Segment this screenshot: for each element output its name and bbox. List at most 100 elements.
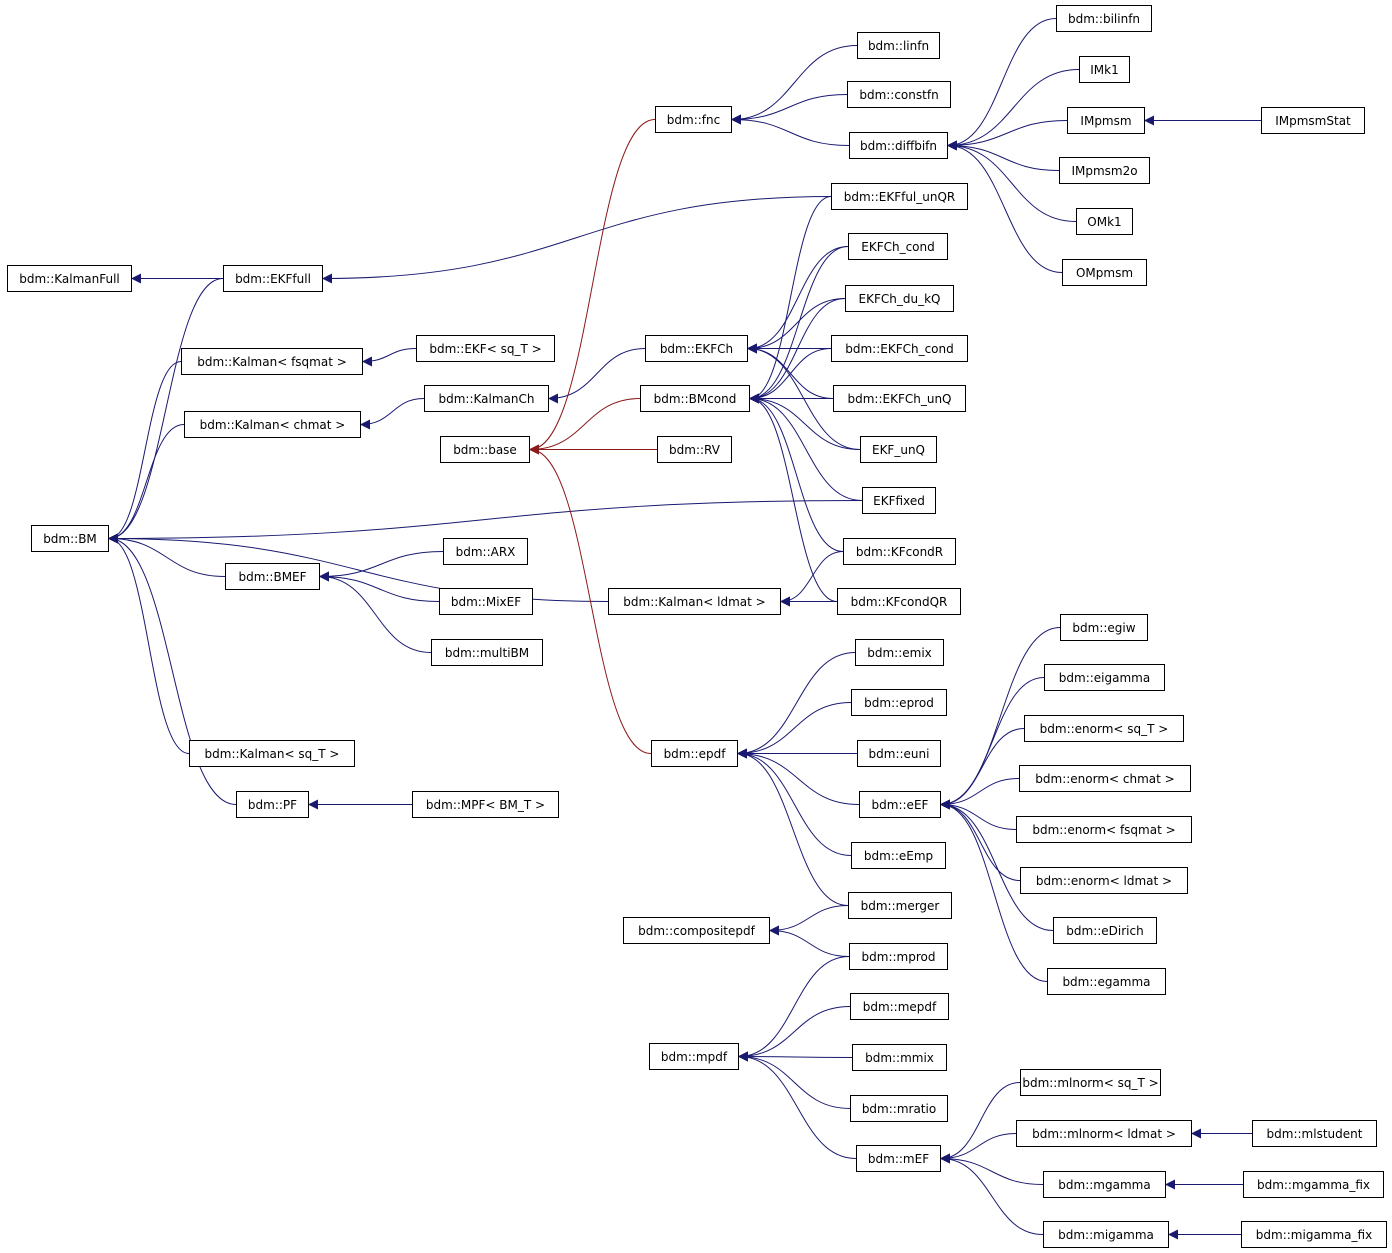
edge-inheritance	[731, 94, 848, 125]
class-node-kalman-ldmat[interactable]: bdm::Kalman< ldmat >	[608, 588, 781, 615]
edge-inheritance	[737, 748, 849, 906]
class-node-mgamma-fix[interactable]: bdm::mgamma_fix	[1243, 1171, 1384, 1198]
class-node-ekfch-du-kq[interactable]: EKFCh_du_kQ	[845, 285, 954, 312]
class-node-kfcondr[interactable]: bdm::KFcondR	[843, 538, 956, 565]
edge-usage	[529, 119, 656, 455]
class-node-ekffull[interactable]: bdm::EKFfull	[223, 265, 323, 292]
class-node-kalman-fsqmat[interactable]: bdm::Kalman< fsqmat >	[181, 348, 363, 375]
class-node-mlnorm-ldmat[interactable]: bdm::mlnorm< ldmat >	[1016, 1120, 1192, 1147]
class-node-kfcondqr[interactable]: bdm::KFcondQR	[837, 588, 961, 615]
class-node-bilinfn[interactable]: bdm::bilinfn	[1056, 5, 1152, 32]
edge-usage	[529, 398, 641, 455]
edge-inheritance	[738, 1051, 853, 1062]
edge-inheritance	[731, 45, 858, 125]
class-node-eef[interactable]: bdm::eEF	[859, 791, 941, 818]
edge-inheritance	[738, 1051, 857, 1159]
edge-inheritance	[940, 1082, 1021, 1164]
class-node-diffbifn[interactable]: bdm::diffbifn	[849, 132, 948, 159]
class-node-ekfful-unqr[interactable]: bdm::EKFful_unQR	[831, 183, 968, 210]
edge-inheritance	[947, 140, 1063, 273]
edge-inheritance	[749, 393, 838, 602]
class-node-egamma[interactable]: bdm::egamma	[1047, 968, 1166, 995]
class-node-pf[interactable]: bdm::PF	[236, 791, 309, 818]
class-node-bmcond[interactable]: bdm::BMcond	[640, 385, 750, 412]
class-node-ekfch-cond-a[interactable]: EKFCh_cond	[848, 233, 948, 260]
class-node-mratio[interactable]: bdm::mratio	[850, 1095, 948, 1122]
edge-inheritance	[769, 925, 850, 957]
class-node-mpf[interactable]: bdm::MPF< BM_T >	[412, 791, 559, 818]
edge-inheritance	[747, 298, 846, 354]
class-node-migamma[interactable]: bdm::migamma	[1043, 1221, 1169, 1248]
class-node-impmsm2o[interactable]: IMpmsm2o	[1059, 157, 1150, 184]
class-node-mgamma[interactable]: bdm::mgamma	[1043, 1171, 1166, 1198]
class-node-base[interactable]: bdm::base	[440, 436, 530, 463]
edge-inheritance	[940, 799, 1021, 881]
class-node-eprod[interactable]: bdm::eprod	[851, 689, 947, 716]
class-node-kalman-sqt[interactable]: bdm::Kalman< sq_T >	[189, 740, 355, 767]
edge-inheritance	[737, 652, 856, 759]
edge-inheritance	[780, 551, 844, 607]
class-node-ekfch-cond-b[interactable]: bdm::EKFCh_cond	[831, 335, 968, 362]
class-node-mixef[interactable]: bdm::MixEF	[439, 588, 533, 615]
edge-inheritance	[749, 393, 861, 450]
class-node-imk1[interactable]: IMk1	[1079, 56, 1130, 83]
edge-inheritance	[360, 398, 425, 430]
class-node-constfn[interactable]: bdm::constfn	[847, 81, 951, 108]
edge-inheritance	[362, 348, 417, 367]
edge-inheritance	[947, 140, 1060, 171]
class-node-enorm-ldmat[interactable]: bdm::enorm< ldmat >	[1020, 867, 1188, 894]
class-node-eemp[interactable]: bdm::eEmp	[851, 842, 946, 869]
class-node-mmix[interactable]: bdm::mmix	[852, 1044, 947, 1071]
class-node-ekf-unq[interactable]: EKF_unQ	[860, 436, 937, 463]
class-node-bmef[interactable]: bdm::BMEF	[225, 563, 320, 590]
edge-inheritance	[322, 196, 832, 284]
class-node-impmsm[interactable]: IMpmsm	[1067, 107, 1145, 134]
class-node-ekfch-unq[interactable]: bdm::EKFCh_unQ	[833, 385, 966, 412]
class-node-eigamma[interactable]: bdm::eigamma	[1044, 664, 1165, 691]
class-node-multibm[interactable]: bdm::multiBM	[431, 639, 543, 666]
edge-inheritance	[108, 533, 237, 805]
class-node-merger[interactable]: bdm::merger	[848, 892, 952, 919]
class-node-enorm-fsqmat[interactable]: bdm::enorm< fsqmat >	[1016, 816, 1192, 843]
class-node-linfn[interactable]: bdm::linfn	[857, 32, 940, 59]
edge-inheritance	[737, 748, 860, 805]
class-node-enorm-sqt[interactable]: bdm::enorm< sq_T >	[1024, 715, 1184, 742]
class-node-ekffixed[interactable]: EKFfixed	[862, 487, 936, 514]
class-node-impmsmstat[interactable]: IMpmsmStat	[1261, 107, 1365, 134]
class-node-mprod[interactable]: bdm::mprod	[849, 943, 948, 970]
class-node-epdf[interactable]: bdm::epdf	[651, 740, 738, 767]
edge-inheritance	[947, 69, 1080, 151]
class-node-euni[interactable]: bdm::euni	[857, 740, 941, 767]
class-node-kalman-chmat[interactable]: bdm::Kalman< chmat >	[184, 411, 361, 438]
edge-inheritance	[108, 533, 190, 754]
edge-usage	[529, 444, 652, 754]
edge-inheritance	[738, 956, 850, 1062]
class-node-mpdf[interactable]: bdm::mpdf	[649, 1043, 739, 1070]
class-node-edirich[interactable]: bdm::eDirich	[1053, 917, 1157, 944]
class-node-ompmsm[interactable]: OMpmsm	[1062, 259, 1147, 286]
edge-inheritance	[947, 18, 1057, 151]
edge-inheritance	[749, 246, 849, 404]
edge-inheritance	[749, 393, 844, 552]
class-node-mlnorm-sqt[interactable]: bdm::mlnorm< sq_T >	[1020, 1069, 1161, 1096]
class-node-omk1[interactable]: OMk1	[1076, 208, 1133, 235]
class-node-kalmanch[interactable]: bdm::KalmanCh	[424, 385, 549, 412]
class-node-migamma-fix[interactable]: bdm::migamma_fix	[1241, 1221, 1387, 1248]
class-node-emix[interactable]: bdm::emix	[855, 639, 944, 666]
class-node-bm[interactable]: bdm::BM	[31, 525, 109, 552]
class-node-mepdf[interactable]: bdm::mepdf	[850, 993, 949, 1020]
class-node-ekfch[interactable]: bdm::EKFCh	[645, 335, 748, 362]
edge-inheritance	[731, 114, 850, 146]
edge-inheritance	[749, 393, 863, 501]
class-node-kalmanfull[interactable]: bdm::KalmanFull	[7, 265, 132, 292]
class-node-mef[interactable]: bdm::mEF	[856, 1145, 941, 1172]
class-node-egiw[interactable]: bdm::egiw	[1060, 614, 1148, 641]
class-node-compositepdf[interactable]: bdm::compositepdf	[623, 917, 770, 944]
class-node-mlstudent[interactable]: bdm::mlstudent	[1252, 1120, 1377, 1147]
class-node-enorm-chmat[interactable]: bdm::enorm< chmat >	[1019, 765, 1191, 792]
class-node-ekf-sqt[interactable]: bdm::EKF< sq_T >	[416, 335, 555, 362]
class-node-fnc[interactable]: bdm::fnc	[655, 106, 732, 133]
class-node-arx[interactable]: bdm::ARX	[443, 538, 528, 565]
class-node-rv[interactable]: bdm::RV	[657, 436, 732, 463]
